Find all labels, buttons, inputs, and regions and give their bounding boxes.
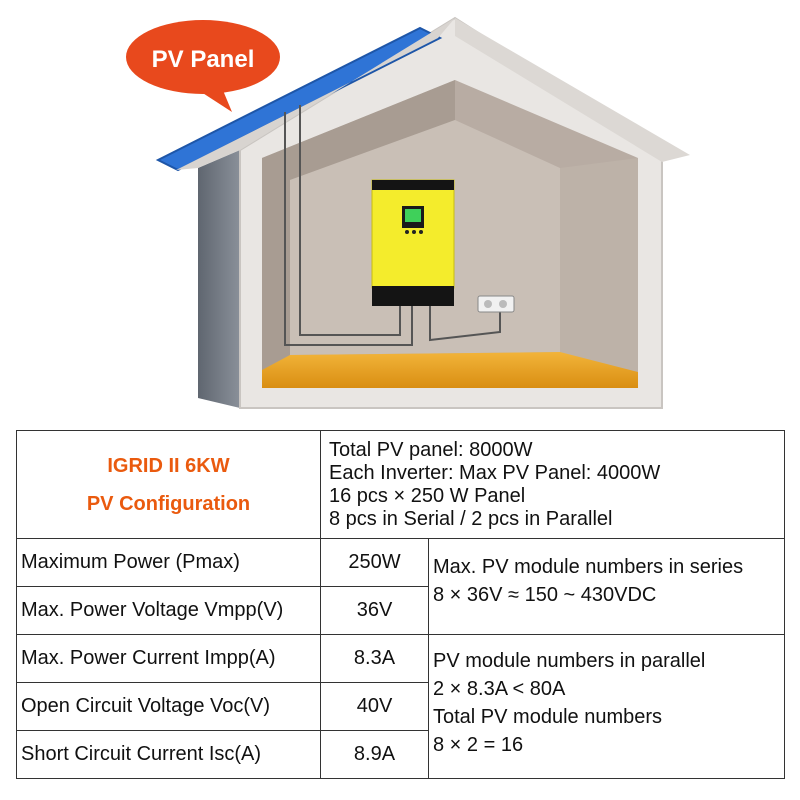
interior-right-wall <box>560 158 638 388</box>
series-note-cell: Max. PV module numbers in series 8 × 36V… <box>428 538 785 635</box>
info-line: 8 pcs in Serial / 2 pcs in Parallel <box>329 507 613 530</box>
table-row: Maximum Power (Pmax) 250W Max. PV module… <box>16 538 785 635</box>
spec-label: Open Circuit Voltage Voc(V) <box>16 682 321 731</box>
config-title-line1: IGRID II 6KW <box>107 454 230 477</box>
inverter-screen <box>405 209 421 222</box>
spec-value: 8.3A <box>320 634 429 683</box>
interior-left-wall <box>262 80 455 388</box>
parallel-note-cell: PV module numbers in parallel 2 × 8.3A <… <box>428 634 785 779</box>
config-title-cell: IGRID II 6KW PV Configuration <box>16 430 321 539</box>
ac-wire <box>429 306 501 342</box>
info-line: Total PV panel: 8000W <box>329 438 533 461</box>
spec-label: Max. Power Current Impp(A) <box>16 634 321 683</box>
pv-spec-table: IGRID II 6KW PV Configuration Total PV p… <box>16 430 785 779</box>
spec-value: 40V <box>320 682 429 731</box>
spec-label: Maximum Power (Pmax) <box>16 538 321 587</box>
interior-floor <box>262 352 638 388</box>
roof-solar-panel <box>155 26 443 172</box>
pv-wire <box>284 112 413 346</box>
config-title-line2: PV Configuration <box>86 492 251 515</box>
table-row: Max. Power Voltage Vmpp(V) 36V <box>16 586 785 635</box>
table-row: Open Circuit Voltage Voc(V) 40V <box>16 682 785 731</box>
table-row: Max. Power Current Impp(A) 8.3A PV modul… <box>16 634 785 779</box>
inverter-button <box>419 230 423 234</box>
pv-panel-callout <box>126 20 280 94</box>
spec-label: Max. Power Voltage Vmpp(V) <box>16 586 321 635</box>
info-line: 16 pcs × 250 W Panel <box>329 484 526 507</box>
note-line: PV module numbers in parallel <box>433 650 706 672</box>
config-info-cell: Total PV panel: 8000W Each Inverter: Max… <box>320 430 785 539</box>
outlet-socket <box>484 300 492 308</box>
spec-label: Short Circuit Current Isc(A) <box>16 730 321 779</box>
note-line: 2 × 8.3A < 80A <box>433 678 566 700</box>
house-illustration: PV Panel <box>126 16 690 409</box>
inverter-bottom-band <box>372 286 454 306</box>
callout-tail <box>195 88 232 112</box>
pv-panel-label: PV Panel <box>152 46 255 73</box>
note-line: Max. PV module numbers in series <box>433 556 744 578</box>
table-row: Short Circuit Current Isc(A) 8.9A <box>16 730 785 779</box>
inverter-body <box>371 179 455 289</box>
inverter-button <box>405 230 409 234</box>
info-line: Each Inverter: Max PV Panel: 4000W <box>329 461 661 484</box>
inverter-button <box>412 230 416 234</box>
spec-value: 36V <box>320 586 429 635</box>
inverter-top-band <box>372 180 454 190</box>
note-line: Total PV module numbers <box>433 706 663 728</box>
house-side-wall <box>198 150 240 408</box>
spec-value: 8.9A <box>320 730 429 779</box>
wall-outlet <box>477 295 515 313</box>
roof-right-edge <box>455 18 690 162</box>
note-line: 8 × 36V ≈ 150 ~ 430VDC <box>433 584 657 606</box>
outlet-socket <box>499 300 507 308</box>
spec-value: 250W <box>320 538 429 587</box>
pv-wire-2 <box>299 105 401 336</box>
note-line: 8 × 2 = 16 <box>433 734 524 756</box>
